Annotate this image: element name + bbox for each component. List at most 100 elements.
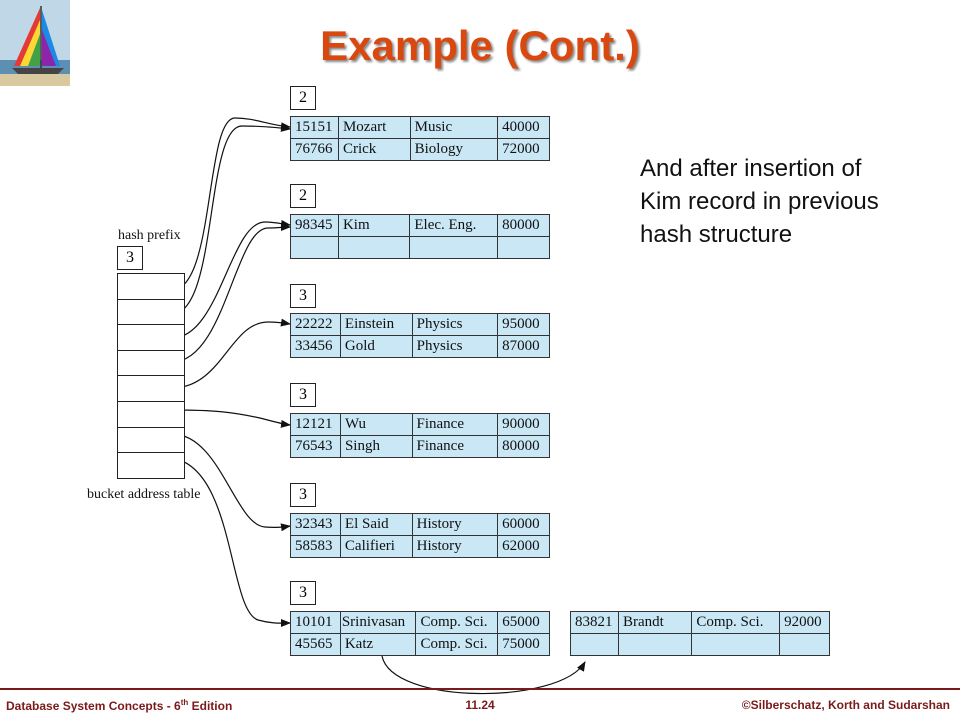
- footer-edition-sup: th: [180, 698, 189, 707]
- bucket-4: 12121 Wu Finance 90000 76543 Singh Finan…: [290, 413, 550, 458]
- record-id: 22222: [290, 313, 341, 336]
- record-name: Brandt: [617, 611, 693, 634]
- bucket-2-local-depth: 2: [290, 184, 316, 208]
- caption-line-1: And after insertion of: [640, 155, 862, 182]
- record-name: [337, 236, 411, 259]
- record-dept: Comp. Sci.: [691, 611, 781, 634]
- pointer-arrow-7: [171, 433, 291, 532]
- table-row: 45565 Katz Comp. Sci. 75000: [290, 633, 550, 656]
- record-id: 15151: [290, 116, 339, 139]
- footer-book-title-main: Database System Concepts - 6: [6, 699, 181, 713]
- bucket-address-table-entry: [117, 324, 185, 351]
- record-id: 33456: [290, 335, 341, 358]
- record-salary: 75000: [497, 633, 550, 656]
- record-dept: Finance: [411, 435, 499, 458]
- bucket-2: 98345 Kim Elec. Eng. 80000: [290, 214, 550, 259]
- record-dept: Music: [409, 116, 499, 139]
- pointer-arrow-5: [171, 318, 291, 389]
- bucket-address-table-entry: [117, 349, 185, 377]
- pointer-arrow-4: [171, 223, 291, 363]
- caption-line-3: hash structure: [640, 221, 793, 248]
- footer-book-title: Database System Concepts - 6th Edition: [6, 698, 232, 713]
- footer-page-number: 11.24: [465, 698, 495, 712]
- record-salary: 80000: [497, 214, 550, 237]
- record-salary: 40000: [497, 116, 550, 139]
- bucket-address-table-entry: [117, 375, 185, 402]
- bucket-address-table-entry: [117, 273, 185, 300]
- pointer-arrow-2: [171, 123, 291, 315]
- bucket-5: 32343 El Said History 60000 58583 Califi…: [290, 513, 550, 558]
- record-salary: 60000: [497, 513, 550, 536]
- record-dept: Finance: [411, 413, 499, 436]
- bucket-address-table-entry: [117, 452, 185, 479]
- record-id: 83821: [570, 611, 619, 634]
- bucket-3-local-depth: 3: [290, 284, 316, 308]
- record-salary: 92000: [779, 611, 830, 634]
- table-row: 33456 Gold Physics 87000: [290, 335, 550, 358]
- bucket-6: 10101 Srinivasan Comp. Sci. 65000 45565 …: [290, 611, 550, 656]
- record-salary: 80000: [497, 435, 550, 458]
- bucket-address-table-entry: [117, 298, 185, 326]
- record-dept: History: [411, 535, 499, 558]
- record-name: Wu: [339, 413, 413, 436]
- table-row: 15151 Mozart Music 40000: [290, 116, 550, 139]
- record-dept: Physics: [411, 335, 499, 358]
- pointer-arrow-6: [171, 409, 291, 428]
- record-name: [617, 633, 693, 656]
- sailboat-logo-icon: [0, 0, 70, 86]
- table-row: 76766 Crick Biology 72000: [290, 138, 550, 161]
- record-dept: Physics: [411, 313, 499, 336]
- record-id: 76543: [290, 435, 341, 458]
- record-name: Katz: [339, 633, 417, 656]
- record-id: 58583: [290, 535, 341, 558]
- record-id: 45565: [290, 633, 341, 656]
- record-salary: [779, 633, 830, 656]
- hash-prefix-label: hash prefix: [118, 228, 181, 243]
- bucket-address-table-entry: [117, 426, 185, 454]
- record-salary: 95000: [497, 313, 550, 336]
- slide-title: Example (Cont.): [320, 22, 640, 69]
- bucket-4-local-depth: 3: [290, 383, 316, 407]
- bucket-5-local-depth: 3: [290, 483, 316, 507]
- record-name: El Said: [339, 513, 413, 536]
- table-row: 58583 Califieri History 62000: [290, 535, 550, 558]
- pointer-arrow-8: [171, 457, 291, 628]
- record-dept: Comp. Sci.: [415, 611, 499, 634]
- bucket-6-local-depth: 3: [290, 581, 316, 605]
- record-salary: [497, 236, 550, 259]
- record-name: Kim: [337, 214, 411, 237]
- bucket-3: 22222 Einstein Physics 95000 33456 Gold …: [290, 313, 550, 358]
- bucket-1-local-depth: 2: [290, 86, 316, 110]
- bucket-address-table-entry: [117, 400, 185, 428]
- pointer-arrow-3: [171, 219, 291, 339]
- footer-copyright: ©Silberschatz, Korth and Sudarshan: [741, 698, 950, 712]
- record-name: Singh: [339, 435, 413, 458]
- record-name: Einstein: [339, 313, 413, 336]
- record-name: Mozart: [337, 116, 411, 139]
- table-row: 98345 Kim Elec. Eng. 80000: [290, 214, 550, 237]
- table-row: 22222 Einstein Physics 95000: [290, 313, 550, 336]
- bucket-1: 15151 Mozart Music 40000 76766 Crick Bio…: [290, 116, 550, 161]
- table-row: 10101 Srinivasan Comp. Sci. 65000: [290, 611, 550, 634]
- bucket-address-table: [117, 273, 185, 479]
- table-row: 32343 El Said History 60000: [290, 513, 550, 536]
- overflow-chain-arrow: [381, 655, 586, 695]
- record-id: [290, 236, 339, 259]
- bucket-address-table-label: bucket address table: [87, 487, 201, 502]
- record-id: 32343: [290, 513, 341, 536]
- record-name: Gold: [339, 335, 413, 358]
- record-dept: [409, 236, 499, 259]
- record-dept: Comp. Sci.: [415, 633, 499, 656]
- record-id: 10101: [290, 611, 341, 634]
- footer-book-title-tail: Edition: [188, 699, 233, 713]
- pointer-arrow-1: [171, 117, 291, 291]
- record-salary: 87000: [497, 335, 550, 358]
- table-row: [570, 633, 830, 656]
- caption-line-2: Kim record in previous: [640, 188, 879, 215]
- slide-caption: And after insertion of Kim record in pre…: [640, 152, 940, 251]
- record-dept: [691, 633, 781, 656]
- record-salary: 90000: [497, 413, 550, 436]
- record-name: Crick: [337, 138, 411, 161]
- record-dept: Biology: [409, 138, 499, 161]
- table-row: 12121 Wu Finance 90000: [290, 413, 550, 436]
